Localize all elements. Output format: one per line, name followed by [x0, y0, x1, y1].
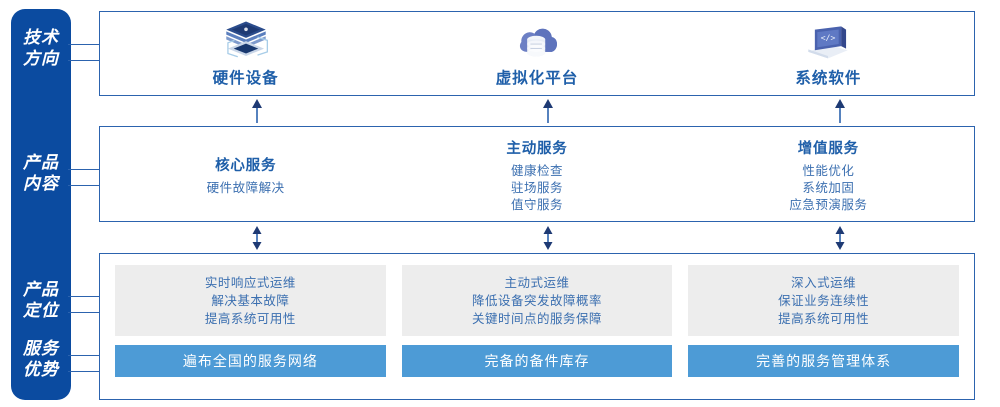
position-line: 保证业务连续性	[778, 293, 870, 308]
connector-line	[68, 296, 100, 297]
svg-text:</>: </>	[821, 32, 836, 42]
arrow-up-hardware	[252, 99, 262, 123]
rail-label-line2: 优势	[23, 360, 59, 379]
left-category-rail	[11, 9, 71, 400]
tech-card-title: 虚拟化平台	[495, 70, 579, 87]
content-column-title: 增值服务	[797, 140, 859, 157]
content-column-title: 核心服务	[215, 157, 277, 174]
blue-bar-cell[interactable]: 遍布全国的服务网络	[115, 345, 386, 377]
content-item: 应急预演服务	[789, 197, 868, 212]
connector-line	[68, 44, 100, 45]
tech-card-virtualization[interactable]: 虚拟化平台	[391, 12, 682, 95]
connector-line	[68, 60, 100, 61]
advantage-bar-service-network[interactable]: 遍布全国的服务网络	[115, 345, 386, 377]
blue-bar-cell[interactable]: 完备的备件库存	[401, 345, 673, 377]
content-column-proactive-service[interactable]: 主动服务 健康检查 驻场服务 值守服务	[391, 127, 682, 221]
content-column-core-service[interactable]: 核心服务 硬件故障解决	[100, 127, 391, 221]
tech-card-title: 硬件设备	[212, 70, 279, 87]
rail-label-product-position: 产品 定位	[11, 279, 71, 321]
grey-card-cell[interactable]: 深入式运维 保证业务连续性 提高系统可用性	[688, 265, 960, 336]
advantage-bar-spare-parts[interactable]: 完备的备件库存	[401, 345, 673, 377]
position-line: 提高系统可用性	[778, 311, 870, 326]
rail-label-line2: 方向	[23, 49, 59, 68]
position-line: 实时响应式运维	[204, 275, 296, 290]
product-position-row: 实时响应式运维 解决基本故障 提高系统可用性 主动式运维 降低设备突发故障概率 …	[100, 254, 974, 336]
arrow-double-core-service	[252, 226, 262, 250]
position-card-proactive[interactable]: 主动式运维 降低设备突发故障概率 关键时间点的服务保障	[401, 265, 673, 336]
grey-card-cell[interactable]: 实时响应式运维 解决基本故障 提高系统可用性	[115, 265, 386, 336]
arrow-double-proactive-service	[543, 226, 553, 250]
rail-label-line2: 内容	[23, 174, 59, 193]
service-advantage-row: 遍布全国的服务网络 完备的备件库存 完善的服务管理体系	[100, 336, 974, 377]
content-item: 值守服务	[510, 197, 563, 212]
section-tech-direction: 硬件设备 虚拟化平台	[99, 11, 975, 96]
rail-label-line1: 技术	[23, 28, 59, 47]
content-column-title: 主动服务	[506, 140, 568, 157]
monitor-code-icon: </>	[808, 26, 849, 59]
position-line: 解决基本故障	[211, 293, 290, 308]
advantage-bar-management-system[interactable]: 完善的服务管理体系	[688, 345, 960, 377]
rail-label-tech-direction: 技术 方向	[11, 27, 71, 69]
arrow-up-virtualization	[543, 99, 553, 123]
rail-label-line1: 产品	[23, 280, 59, 299]
rail-label-service-advantage: 服务 优势	[11, 338, 71, 380]
tech-card-system-software[interactable]: </> 系统软件	[683, 12, 974, 95]
position-line: 深入式运维	[791, 275, 857, 290]
rail-label-product-content: 产品 内容	[11, 152, 71, 194]
connector-line	[68, 169, 100, 170]
position-line: 关键时间点的服务保障	[472, 311, 603, 326]
connector-line	[68, 355, 100, 356]
grey-card-cell[interactable]: 主动式运维 降低设备突发故障概率 关键时间点的服务保障	[401, 265, 673, 336]
connector-line	[68, 312, 100, 313]
section-positioning-and-advantage: 实时响应式运维 解决基本故障 提高系统可用性 主动式运维 降低设备突发故障概率 …	[99, 253, 975, 400]
content-item: 系统加固	[802, 180, 855, 195]
content-column-value-added-service[interactable]: 增值服务 性能优化 系统加固 应急预演服务	[683, 127, 974, 221]
content-item: 硬件故障解决	[206, 180, 285, 195]
position-line: 降低设备突发故障概率	[472, 293, 603, 308]
position-card-realtime[interactable]: 实时响应式运维 解决基本故障 提高系统可用性	[115, 265, 386, 336]
cloud-database-icon	[519, 28, 558, 57]
rail-label-line1: 服务	[23, 339, 59, 358]
arrow-up-system-software	[835, 99, 845, 123]
section-product-content: 核心服务 硬件故障解决 主动服务 健康检查 驻场服务 值守服务 增值服务 性能优…	[99, 126, 975, 222]
rail-label-line1: 产品	[23, 153, 59, 172]
tech-card-title: 系统软件	[795, 70, 862, 87]
connector-line	[68, 371, 100, 372]
rail-label-line2: 定位	[23, 301, 59, 320]
server-stack-icon	[225, 21, 268, 58]
connector-line	[68, 185, 100, 186]
position-card-indepth[interactable]: 深入式运维 保证业务连续性 提高系统可用性	[688, 265, 960, 336]
content-item: 健康检查	[510, 163, 563, 178]
content-item: 性能优化	[802, 163, 855, 178]
content-item: 驻场服务	[510, 180, 563, 195]
blue-bar-cell[interactable]: 完善的服务管理体系	[688, 345, 960, 377]
arrow-double-value-added-service	[835, 226, 845, 250]
position-line: 提高系统可用性	[204, 311, 296, 326]
tech-card-hardware[interactable]: 硬件设备	[100, 12, 391, 95]
position-line: 主动式运维	[504, 275, 570, 290]
